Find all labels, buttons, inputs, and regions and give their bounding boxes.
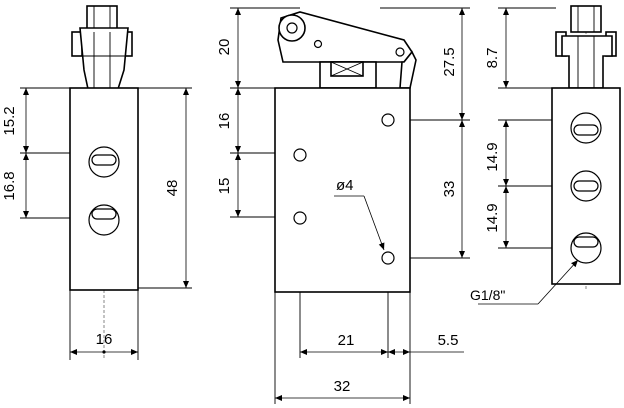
dim-16-width: 16 bbox=[96, 331, 113, 348]
right-actuator bbox=[555, 5, 617, 89]
right-view: 8.7 14.9 14.9 G1/8" bbox=[470, 5, 621, 305]
front-plunger bbox=[319, 61, 377, 89]
dim-8-7: 8.7 bbox=[484, 48, 501, 69]
front-lever bbox=[277, 11, 417, 89]
dim-33: 33 bbox=[441, 181, 458, 198]
dim-15-2: 15.2 bbox=[1, 106, 18, 135]
left-port-lower bbox=[88, 204, 120, 236]
left-body bbox=[69, 87, 139, 291]
thread-callout: G1/8" bbox=[470, 287, 505, 303]
dim-5-5: 5.5 bbox=[438, 332, 459, 349]
front-hole-1 bbox=[381, 113, 395, 127]
dim-hole-diameter: ø4 bbox=[336, 177, 354, 194]
dim-14-9-upper: 14.9 bbox=[484, 142, 501, 171]
right-port-upper bbox=[570, 112, 602, 144]
front-hole-3 bbox=[293, 211, 307, 225]
dim-21: 21 bbox=[338, 332, 355, 349]
dim-14-9-lower: 14.9 bbox=[484, 203, 501, 232]
left-port-upper bbox=[88, 146, 120, 178]
dim-16-vertical: 16 bbox=[216, 113, 233, 130]
dim-20: 20 bbox=[216, 39, 233, 56]
front-hole-2 bbox=[293, 148, 307, 162]
dim-16-8: 16.8 bbox=[1, 171, 18, 200]
front-view: 20 16 15 27.5 33 ø4 21 5.5 32 bbox=[216, 7, 470, 404]
dim-15: 15 bbox=[216, 178, 233, 195]
dim-48: 48 bbox=[164, 180, 181, 197]
right-port-lower bbox=[570, 232, 602, 264]
front-hole-4 bbox=[381, 251, 395, 265]
left-view: 15.2 16.8 48 16 bbox=[1, 5, 192, 360]
dim-27-5: 27.5 bbox=[441, 47, 458, 76]
right-port-middle bbox=[570, 170, 602, 202]
dim-32: 32 bbox=[334, 378, 351, 395]
